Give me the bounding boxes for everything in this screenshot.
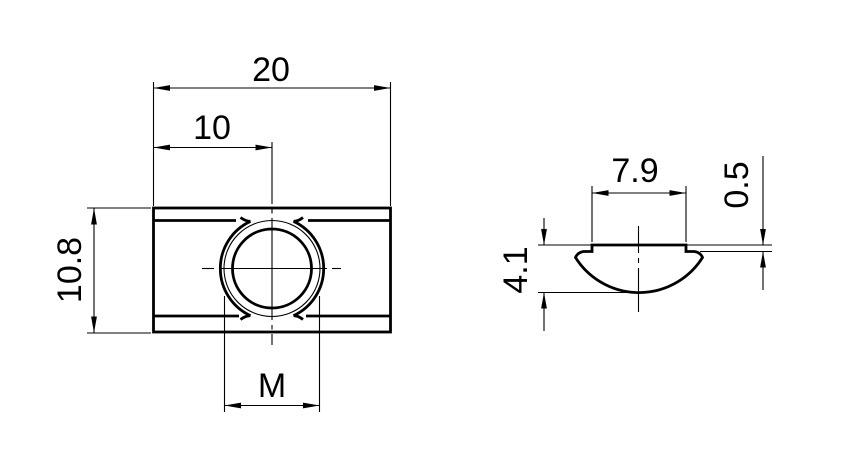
body-rectangle	[152, 206, 392, 334]
arrowhead-bottom	[91, 316, 97, 333]
dim-body-height-label: 10.8	[51, 237, 89, 303]
arrowhead-right	[374, 85, 391, 91]
dim-center-offset-label: 10	[193, 109, 231, 147]
dim-center-offset: 10	[153, 109, 272, 151]
arc-runout-top-left	[239, 216, 251, 223]
arrowhead-right	[669, 190, 686, 196]
arrowhead-left	[153, 85, 170, 91]
arrowhead-right	[303, 402, 320, 409]
arrowhead-right	[255, 144, 272, 151]
front-view-centerlines	[202, 142, 341, 345]
dim-flat-width-label: 7.9	[611, 152, 658, 190]
segment-profile	[573, 243, 705, 294]
arrowhead-left	[224, 402, 241, 409]
dim-total-width-label: 20	[252, 51, 290, 89]
arrowhead-left	[592, 190, 609, 196]
dim-body-height: 10.8	[51, 207, 151, 334]
arrowhead-left	[153, 144, 170, 151]
dim-thread: M	[223, 296, 321, 412]
arc-runout-bottom-left	[239, 314, 251, 321]
dim-step-height-label: 0.5	[718, 161, 756, 208]
profile-outline	[573, 243, 705, 294]
arrowhead-down	[760, 229, 766, 245]
dim-segment-height: 4.1	[497, 218, 547, 331]
dim-segment-height-label: 4.1	[497, 246, 535, 293]
side-view: 7.9 0.5 4.1	[497, 152, 772, 331]
arrowhead-up	[541, 292, 547, 309]
arc-runout-top-right	[293, 216, 304, 223]
dim-thread-label: M	[258, 367, 286, 405]
front-view: 20 10 10.8 M	[51, 51, 392, 412]
arrowhead-down	[541, 229, 547, 245]
arrowhead-top	[91, 208, 97, 225]
dim-flat-width: 7.9	[591, 152, 687, 242]
dim-total-width: 20	[152, 51, 392, 206]
dim-step-height: 0.5	[718, 156, 766, 290]
arc-runout-bottom-right	[293, 314, 304, 321]
arrowhead-up	[760, 251, 766, 268]
